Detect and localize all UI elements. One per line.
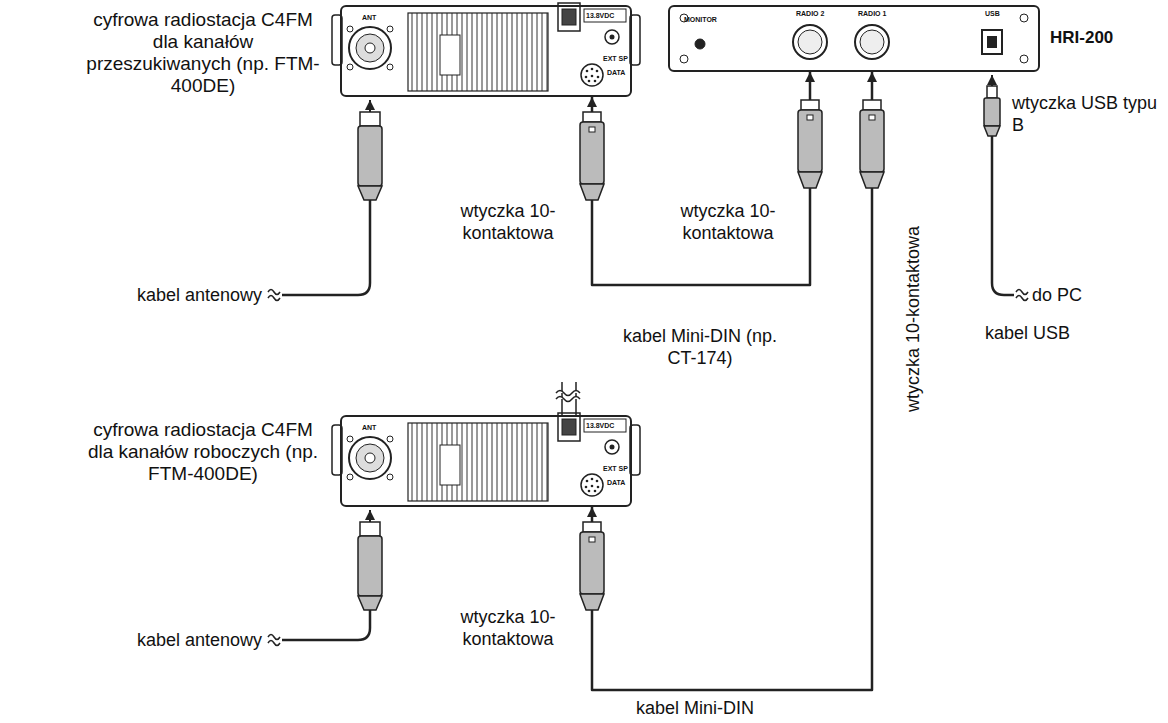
cable-label: kabel Mini-DIN (np. CT-174) — [620, 325, 780, 369]
socket-label: ANT — [362, 423, 376, 432]
part-label: wtyczka 10-kontaktowa — [662, 200, 794, 244]
socket-label: RADIO 2 — [796, 9, 824, 18]
interface-box: HRI-200MONITORRADIO 2RADIO 1USB — [668, 5, 1040, 72]
part-label: wtyczka USB typu B — [1012, 92, 1162, 136]
part-label: kabel antenowy — [60, 629, 262, 651]
device-name: HRI-200 — [1050, 27, 1113, 49]
part-label: wtyczka 10-kontaktowa — [440, 200, 576, 244]
radio-panel: cyfrowa radiostacja C4FM dla kanałów prz… — [340, 5, 632, 97]
part-label: do PC — [1032, 284, 1132, 306]
mini-din-cable — [592, 72, 810, 285]
radio-panel: cyfrowa radiostacja C4FM dla kanałów rob… — [340, 415, 632, 507]
socket-label: DATA — [607, 68, 625, 77]
socket-label: DATA — [607, 478, 625, 487]
part-label: wtyczka 10-kontaktowa — [440, 606, 576, 650]
device-description: cyfrowa radiostacja C4FM dla kanałów rob… — [78, 419, 328, 485]
part-label: wtyczka 10-kontaktowa — [902, 219, 924, 419]
cable-label: kabel Mini-DIN — [636, 697, 836, 719]
socket-label: USB — [985, 9, 1000, 18]
socket-label: RADIO 1 — [858, 9, 886, 18]
part-label: kabel antenowy — [60, 284, 262, 306]
mini-din-cable — [592, 72, 872, 690]
socket-label: EXT SP — [603, 54, 628, 63]
device-description: cyfrowa radiostacja C4FM dla kanałów prz… — [78, 9, 328, 97]
socket-label: 13.8VDC — [586, 11, 614, 20]
socket-label: ANT — [362, 13, 376, 22]
socket-label: 13.8VDC — [586, 421, 614, 430]
socket-label: MONITOR — [684, 15, 717, 24]
socket-label: EXT SP — [603, 464, 628, 473]
part-label: kabel USB — [985, 322, 1125, 344]
